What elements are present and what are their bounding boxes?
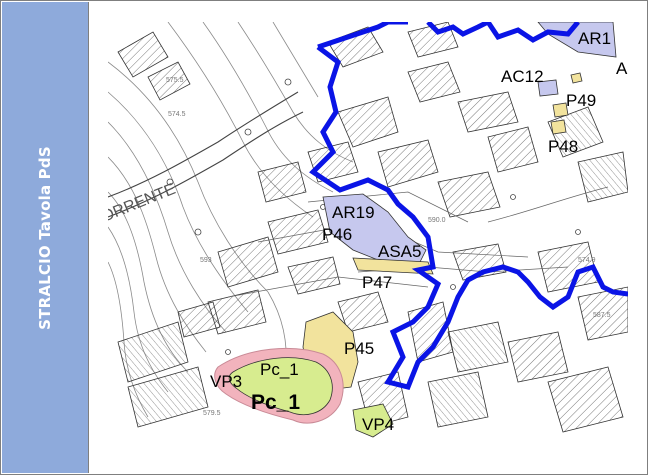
label-p47: P47 bbox=[362, 273, 392, 292]
label-a: A bbox=[616, 59, 628, 78]
label-pc1-small: Pc_1 bbox=[260, 360, 299, 379]
label-elev-593: 593 bbox=[200, 257, 212, 264]
label-asa5: ASA5 bbox=[378, 242, 421, 261]
label-vp4: VP4 bbox=[362, 415, 394, 434]
zone-p47 bbox=[352, 257, 434, 275]
label-ar1: AR1 bbox=[578, 29, 611, 48]
label-vp3: VP3 bbox=[210, 372, 242, 391]
zone-p48-b bbox=[550, 119, 567, 135]
zone-ac12 bbox=[537, 79, 559, 97]
label-elev-587-5: 587.5 bbox=[593, 312, 611, 319]
sidebar: STRALCIO Tavola PdS bbox=[2, 2, 89, 473]
label-p48: P48 bbox=[548, 137, 578, 156]
buildings bbox=[117, 22, 628, 433]
map-canvas: AR1 A AC12 P49 P48 AR19 P46 ASA5 P47 P45… bbox=[108, 22, 628, 438]
zone-p49 bbox=[570, 72, 583, 84]
map-excerpt: AR1 A AC12 P49 P48 AR19 P46 ASA5 P47 P45… bbox=[108, 22, 628, 442]
zone-pc1-inner bbox=[228, 357, 333, 416]
map-labels: AR1 A AC12 P49 P48 AR19 P46 ASA5 P47 P45… bbox=[108, 29, 628, 434]
boundary-line bbox=[309, 22, 628, 390]
label-p45: P45 bbox=[344, 339, 374, 358]
zone-p48-a bbox=[552, 102, 569, 118]
label-ar19: AR19 bbox=[332, 203, 375, 222]
label-elev-590: 590.0 bbox=[428, 217, 446, 224]
label-elev-575: 575.5 bbox=[166, 77, 184, 84]
sidebar-title: STRALCIO Tavola PdS bbox=[36, 146, 54, 330]
label-pc1-bold: Pc_1 bbox=[251, 391, 300, 414]
zone-vp4 bbox=[352, 403, 394, 438]
label-elev-579: 579.5 bbox=[203, 410, 221, 417]
river bbox=[108, 91, 304, 218]
label-torrente: ORRENTE bbox=[108, 181, 178, 226]
label-elev-574-9: 574.9 bbox=[578, 257, 596, 264]
label-ac12: AC12 bbox=[501, 67, 544, 86]
zone-ar19 bbox=[322, 193, 427, 263]
label-elev-574-5: 574.5 bbox=[168, 111, 186, 118]
label-p46: P46 bbox=[322, 225, 352, 244]
label-p49: P49 bbox=[566, 91, 596, 110]
